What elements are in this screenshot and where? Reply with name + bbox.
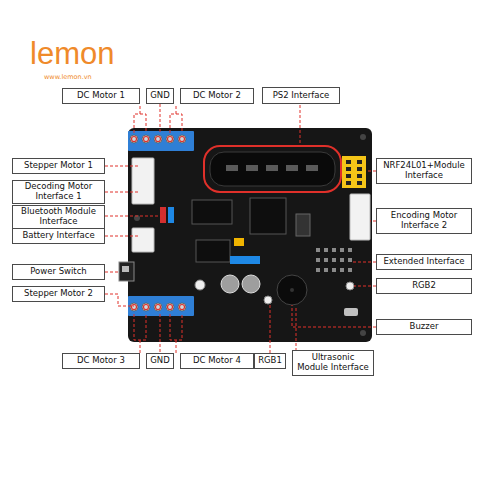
callout-label: GND <box>150 91 170 101</box>
callout-label: Extended Interface <box>383 257 464 267</box>
callout-label: Ultrasonic Module Interface <box>295 353 371 373</box>
callout-box: Extended Interface <box>376 254 472 270</box>
highlight-outline <box>204 146 341 192</box>
pin-header <box>230 256 260 264</box>
led <box>264 296 272 304</box>
callout-box: PS2 Interface <box>262 87 340 104</box>
ic-chip <box>196 240 230 262</box>
callout-box: Battery Interface <box>12 228 105 244</box>
callout-box: Bluetooth Module Interface <box>12 205 105 229</box>
callout-label: RGB2 <box>412 281 436 291</box>
callout-label: Decoding Motor Interface 1 <box>15 182 102 202</box>
callout-label: Power Switch <box>30 267 87 277</box>
ps2-connector <box>210 152 335 186</box>
website-url: www.lemon.vn <box>44 73 92 81</box>
pin-header <box>168 207 174 223</box>
terminal-screws <box>130 135 186 143</box>
leader-dots <box>132 137 185 310</box>
ps2-pins <box>226 165 318 171</box>
mount-hole <box>360 330 366 336</box>
brand-logo: lemon <box>30 36 114 72</box>
power-switch <box>119 262 134 281</box>
callout-box: Decoding Motor Interface 1 <box>12 180 105 204</box>
buzzer-symbol <box>277 275 307 305</box>
callout-label: PS2 Interface <box>273 91 330 101</box>
callout-box: Ultrasonic Module Interface <box>292 350 374 376</box>
jst-connector <box>132 228 154 252</box>
leader-lines <box>105 104 376 353</box>
callout-box: Power Switch <box>12 264 105 280</box>
jst-connector <box>132 158 154 204</box>
pin-header <box>160 207 166 223</box>
callout-label: DC Motor 1 <box>77 91 125 101</box>
callout-box: GND <box>146 353 174 369</box>
capacitor <box>234 238 244 246</box>
callout-box: Buzzer <box>376 319 472 335</box>
jst-connector <box>350 194 370 240</box>
callout-label: NRF24L01+Module Interface <box>379 161 469 181</box>
buzzer-hole <box>290 288 294 292</box>
header-holes <box>346 160 362 185</box>
callout-label: Stepper Motor 2 <box>24 289 93 299</box>
callout-box: DC Motor 2 <box>180 88 254 104</box>
callout-label: DC Motor 3 <box>77 356 125 366</box>
callout-box: DC Motor 3 <box>62 353 140 369</box>
pin-header <box>296 214 310 236</box>
capacitor <box>221 275 239 293</box>
callout-label: GND <box>150 356 170 366</box>
switch-slider <box>122 266 129 272</box>
callout-label: Stepper Motor 1 <box>24 161 93 171</box>
callout-label: DC Motor 4 <box>193 356 241 366</box>
callout-box: GND <box>146 88 174 104</box>
led <box>195 280 205 290</box>
terminal-screws <box>130 303 186 311</box>
callout-label: RGB1 <box>258 356 282 366</box>
pcb-board <box>128 128 372 342</box>
callout-label: Buzzer <box>410 322 439 332</box>
callout-label: Bluetooth Module Interface <box>15 207 102 227</box>
callout-label: DC Motor 2 <box>193 91 241 101</box>
mount-hole <box>360 134 366 140</box>
callout-box: RGB2 <box>376 278 472 294</box>
callout-box: DC Motor 4 <box>180 353 254 369</box>
nrf-header <box>342 156 366 188</box>
callout-box: NRF24L01+Module Interface <box>376 158 472 184</box>
callout-box: RGB1 <box>254 353 286 369</box>
ic-chip <box>250 198 286 234</box>
callout-label: Encoding Motor Interface 2 <box>379 211 469 231</box>
extended-header <box>316 248 352 272</box>
crystal <box>344 308 358 316</box>
callout-box: Stepper Motor 1 <box>12 158 105 174</box>
terminal-block <box>128 296 194 316</box>
terminal-block <box>128 131 194 151</box>
led <box>346 282 354 290</box>
callout-label: Battery Interface <box>22 231 94 241</box>
capacitor <box>242 275 260 293</box>
callout-box: Encoding Motor Interface 2 <box>376 208 472 234</box>
callout-box: DC Motor 1 <box>62 88 140 104</box>
callout-box: Stepper Motor 2 <box>12 286 105 302</box>
ic-chip <box>192 200 232 224</box>
